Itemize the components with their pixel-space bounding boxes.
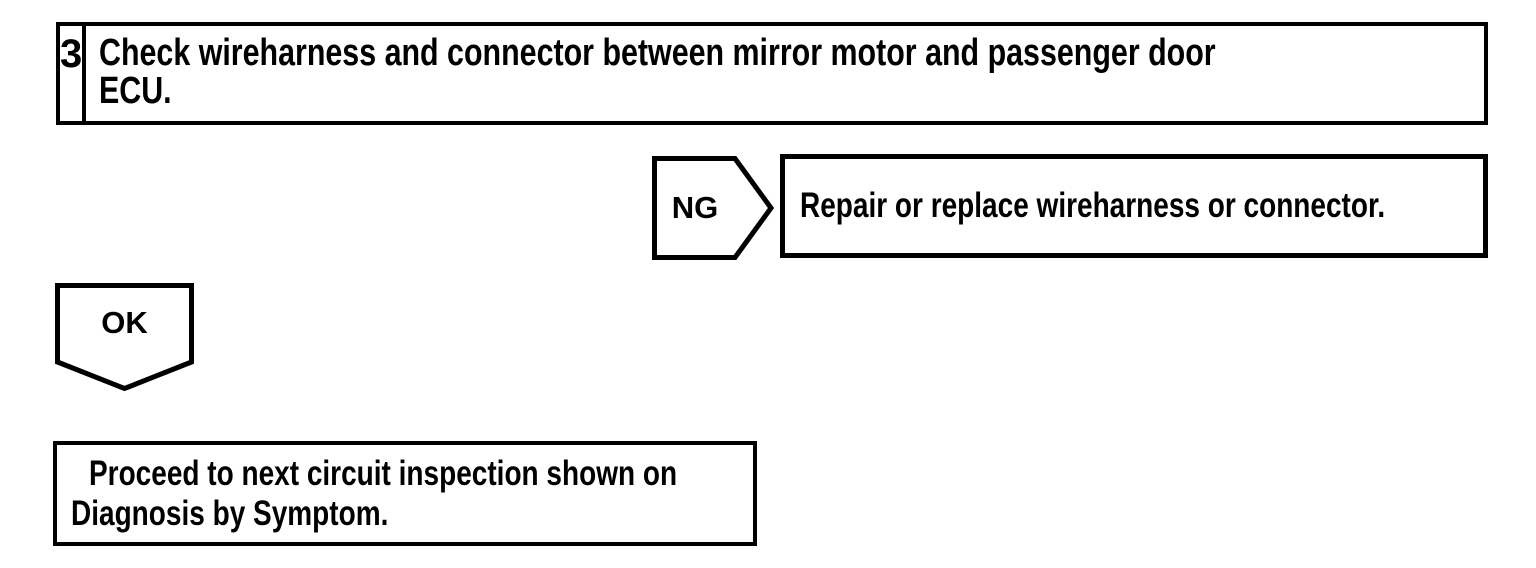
step-instruction-line-2: ECU. bbox=[99, 70, 172, 112]
ok-action-box: Proceed to next circuit inspection shown… bbox=[53, 441, 757, 546]
ng-action-box: Repair or replace wireharness or connect… bbox=[780, 154, 1488, 258]
step-box: 3 Check wireharness and connector betwee… bbox=[56, 22, 1488, 125]
ok-action-line-1: Proceed to next circuit inspection shown… bbox=[89, 454, 678, 493]
step-number: 3 bbox=[60, 32, 83, 76]
ok-action-line-2: Diagnosis by Symptom. bbox=[71, 494, 389, 533]
step-instruction-line-1: Check wireharness and connector between … bbox=[99, 32, 1216, 74]
ng-label: NG bbox=[671, 190, 719, 225]
step-instruction: Check wireharness and connector between … bbox=[86, 26, 1495, 121]
ok-pentagon-icon bbox=[55, 283, 194, 391]
ng-pentagon-icon bbox=[652, 156, 774, 260]
ng-action-text: Repair or replace wireharness or connect… bbox=[800, 186, 1386, 225]
ok-label: OK bbox=[101, 304, 148, 340]
step-number-cell: 3 bbox=[60, 26, 87, 121]
